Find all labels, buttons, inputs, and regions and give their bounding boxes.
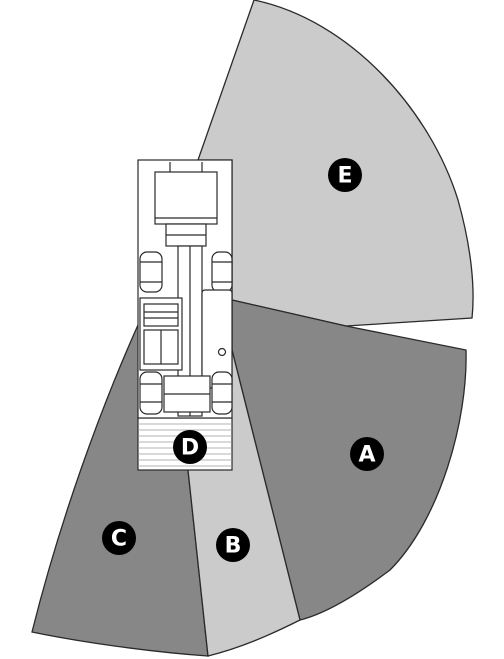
zone-d-label: D: [181, 436, 199, 461]
zone-d-badge: D: [173, 430, 207, 464]
zone-b-badge: B: [216, 528, 250, 562]
machine-top-view: [138, 160, 232, 418]
zone-c-badge: C: [102, 521, 136, 555]
zone-e-label: E: [337, 164, 352, 189]
zone-b-label: B: [225, 534, 242, 559]
track-rear-left: [140, 372, 162, 414]
track-rear-right: [212, 372, 232, 414]
track-front-left: [140, 252, 162, 292]
zone-a-badge: A: [350, 437, 384, 471]
zone-a-label: A: [358, 443, 375, 468]
track-front-right: [212, 252, 232, 292]
bucket: [155, 172, 217, 224]
zone-c-label: C: [111, 527, 127, 552]
zone-e-badge: E: [328, 158, 362, 192]
